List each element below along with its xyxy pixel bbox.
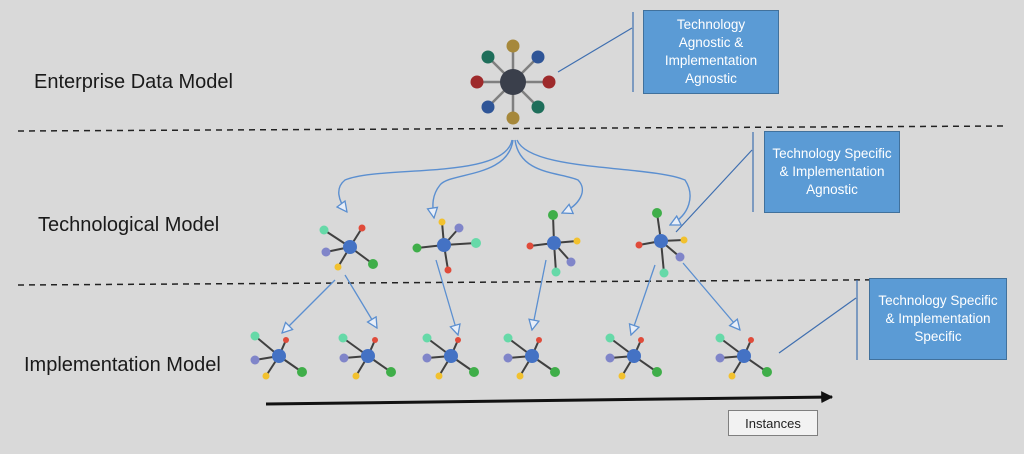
info-box-tech-specific: Technology Specific & Implementation Agn… [764,131,900,213]
info-box-impl-specific-line-3: Specific [914,329,962,344]
curve-arrow-2 [433,139,514,218]
info-box-agnostic-line-2: Agnostic & [678,35,744,50]
layer-label-technological: Technological Model [38,214,220,236]
info-box-tech-specific-line-3: Agnostic [806,182,858,197]
info-box-impl-specific-line-1: Technology Specific [878,293,998,308]
instances-axis-arrow [265,391,834,406]
info-box-tech-specific-line-2: & Implementation [779,164,885,179]
info-box-impl-specific-line-2: & Implementation [885,311,991,326]
info-box-agnostic-line-4: Agnostic [685,71,737,86]
layer-dividers [17,125,1009,286]
info-box-agnostic-line-1: Technology [676,17,746,32]
straight-arrow-1 [282,279,336,333]
layer-label-enterprise: Enterprise Data Model [34,71,233,93]
impl-model-hub-2-icon [338,333,396,380]
info-box-impl-specific: Technology Specific & Implementation Spe… [869,278,1007,360]
info-box-tech-specific-line-1: Technology Specific [772,146,892,161]
callout-line-bottom [778,297,857,354]
impl-model-hub-3-icon [422,333,479,380]
impl-model-hub-4-icon [503,333,560,380]
curve-arrow-4 [516,139,691,225]
info-box-agnostic-line-3: Implementation [664,53,758,68]
callout-line-middle [675,149,753,233]
derivation-arrows-lower [282,259,740,335]
derivation-arrows-upper [339,139,691,225]
tech-model-hub-1-icon [319,224,378,271]
impl-model-hub-6-icon [715,333,772,380]
callout-line-top [557,27,633,73]
straight-arrow-3 [435,259,458,335]
divider-line-lower [17,278,1009,286]
instances-label: Instances [728,410,818,436]
straight-arrow-5 [631,264,656,335]
straight-arrow-4 [532,259,547,330]
tech-model-hub-2-icon [412,218,481,274]
impl-model-hub-5-icon [605,333,662,380]
enterprise-model-hub-icon [470,39,556,125]
straight-arrow-2 [344,274,377,328]
divider-line-upper [17,125,1009,132]
layer-label-implementation: Implementation Model [24,354,221,376]
tech-model-hub-3-icon [526,210,581,277]
straight-arrow-6 [682,262,740,330]
curve-arrow-1 [339,139,513,212]
curve-arrow-3 [514,139,583,213]
impl-model-hub-1-icon [250,331,307,380]
info-box-agnostic: Technology Agnostic & Implementation Agn… [643,10,779,94]
tech-model-hub-4-icon [635,208,688,278]
callout-connectors [557,12,858,360]
